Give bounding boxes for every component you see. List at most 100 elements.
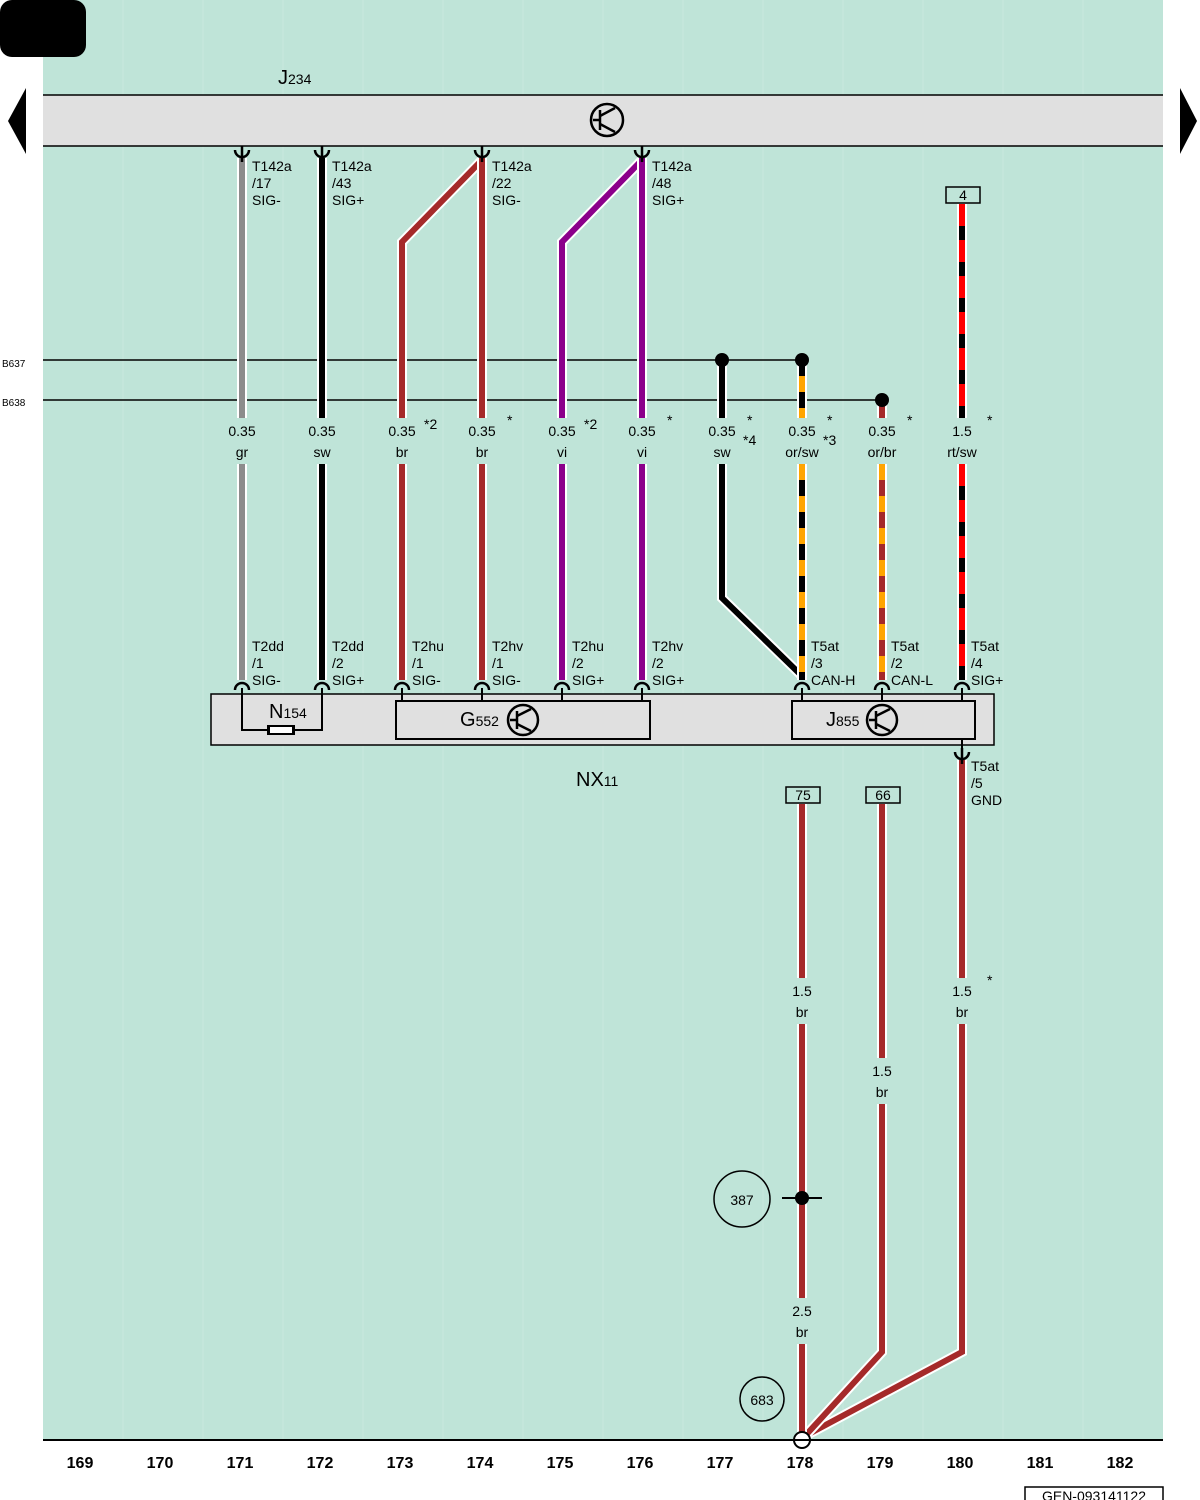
svg-text:/4: /4 xyxy=(971,655,983,671)
page-corner-tab xyxy=(0,0,86,57)
svg-text:*: * xyxy=(507,412,513,428)
svg-text:T2hu: T2hu xyxy=(572,638,604,654)
svg-text:vi: vi xyxy=(557,444,567,460)
next-page-arrow-icon[interactable] xyxy=(1180,88,1197,154)
svg-text:T142a: T142a xyxy=(332,158,372,174)
svg-text:0.35: 0.35 xyxy=(628,423,655,439)
svg-text:*4: *4 xyxy=(743,432,756,448)
svg-text:SIG+: SIG+ xyxy=(652,672,684,688)
svg-text:*: * xyxy=(667,412,673,428)
j855-label: J855 xyxy=(826,709,860,731)
svg-text:/2: /2 xyxy=(572,655,584,671)
svg-text:SIG-: SIG- xyxy=(252,672,281,688)
junction-dot xyxy=(795,353,809,367)
terminal-66: 66 xyxy=(865,786,901,804)
svg-text:br: br xyxy=(956,1004,969,1020)
svg-text:T2dd: T2dd xyxy=(332,638,364,654)
ground-ref-683: 683 xyxy=(739,1376,785,1422)
svg-text:br: br xyxy=(396,444,409,460)
svg-text:683: 683 xyxy=(750,1392,774,1408)
svg-text:br: br xyxy=(796,1324,809,1340)
wire-177 xyxy=(717,360,806,680)
wire-179-ground xyxy=(801,804,887,1440)
svg-text:/2: /2 xyxy=(652,655,664,671)
svg-text:T5at: T5at xyxy=(811,638,839,654)
svg-text:1.5: 1.5 xyxy=(872,1063,892,1079)
svg-text:SIG+: SIG+ xyxy=(652,192,684,208)
j234-module xyxy=(43,95,1163,146)
svg-text:T2hv: T2hv xyxy=(492,638,523,654)
connector-socket-icon xyxy=(233,681,971,764)
svg-text:*: * xyxy=(747,412,753,428)
svg-text:/1: /1 xyxy=(492,655,504,671)
svg-text:1.5: 1.5 xyxy=(952,983,972,999)
svg-text:CAN-H: CAN-H xyxy=(811,672,855,688)
svg-text:75: 75 xyxy=(795,787,811,803)
svg-text:181: 181 xyxy=(1027,1455,1054,1472)
svg-text:T5at: T5at xyxy=(971,638,999,654)
svg-text:174: 174 xyxy=(467,1455,494,1472)
g552-label: G552 xyxy=(460,709,499,731)
svg-text:sw: sw xyxy=(713,444,731,460)
svg-text:T142a: T142a xyxy=(492,158,532,174)
svg-text:rt/sw: rt/sw xyxy=(947,444,977,460)
wire-footnotes: *2 * *2 * * *4 * *3 * * * xyxy=(424,412,993,988)
svg-text:179: 179 xyxy=(867,1455,894,1472)
svg-text:1.5: 1.5 xyxy=(952,423,972,439)
svg-text:180: 180 xyxy=(947,1455,974,1472)
svg-text:*2: *2 xyxy=(424,416,437,432)
transistor-icon xyxy=(589,102,625,138)
junction-dot xyxy=(875,393,889,407)
column-numbers: 169 170 171 172 173 174 175 176 177 178 … xyxy=(67,1455,1134,1472)
svg-text:/48: /48 xyxy=(652,175,672,191)
svg-text:or/sw: or/sw xyxy=(785,444,819,460)
svg-text:br: br xyxy=(796,1004,809,1020)
g552-component: G552 xyxy=(395,688,651,740)
svg-text:SIG-: SIG- xyxy=(492,192,521,208)
top-connector-labels: T142a /17 SIG- T142a /43 SIG+ T142a /22 … xyxy=(252,158,692,208)
svg-text:2.5: 2.5 xyxy=(792,1303,812,1319)
svg-text:0.35: 0.35 xyxy=(228,423,255,439)
svg-text:SIG+: SIG+ xyxy=(332,672,364,688)
svg-text:SIG+: SIG+ xyxy=(971,672,1003,688)
transistor-icon xyxy=(865,703,899,737)
svg-text:T5at: T5at xyxy=(971,758,999,774)
prev-page-arrow-icon[interactable] xyxy=(8,88,26,154)
connector-plug-icon xyxy=(233,146,651,162)
svg-text:T5at: T5at xyxy=(891,638,919,654)
svg-text:387: 387 xyxy=(730,1192,754,1208)
svg-text:GND: GND xyxy=(971,792,1002,808)
svg-text:SIG-: SIG- xyxy=(492,672,521,688)
svg-text:176: 176 xyxy=(627,1455,654,1472)
svg-text:/22: /22 xyxy=(492,175,512,191)
svg-text:vi: vi xyxy=(637,444,647,460)
svg-text:/1: /1 xyxy=(252,655,264,671)
svg-text:*: * xyxy=(987,972,993,988)
svg-text:*: * xyxy=(827,412,833,428)
svg-text:SIG-: SIG- xyxy=(252,192,281,208)
svg-text:/3: /3 xyxy=(811,655,823,671)
svg-text:0.35: 0.35 xyxy=(708,423,735,439)
svg-text:*: * xyxy=(907,412,913,428)
svg-text:SIG-: SIG- xyxy=(412,672,441,688)
svg-text:T142a: T142a xyxy=(252,158,292,174)
wire-180-ground xyxy=(802,760,967,1441)
svg-text:*3: *3 xyxy=(823,432,836,448)
bus-b638-label: B638 xyxy=(2,398,26,409)
svg-text:1.5: 1.5 xyxy=(792,983,812,999)
svg-text:178: 178 xyxy=(787,1455,814,1472)
svg-text:0.35: 0.35 xyxy=(388,423,415,439)
svg-text:gr: gr xyxy=(236,444,249,460)
svg-text:CAN-L: CAN-L xyxy=(891,672,933,688)
svg-text:170: 170 xyxy=(147,1455,174,1472)
svg-text:T142a: T142a xyxy=(652,158,692,174)
svg-text:66: 66 xyxy=(875,787,891,803)
svg-text:T2dd: T2dd xyxy=(252,638,284,654)
svg-text:0.35: 0.35 xyxy=(868,423,895,439)
svg-text:4: 4 xyxy=(959,187,967,203)
svg-text:or/br: or/br xyxy=(868,444,897,460)
svg-text:/1: /1 xyxy=(412,655,424,671)
page-code: GEN-093141122 xyxy=(1024,1486,1164,1500)
svg-text:182: 182 xyxy=(1107,1455,1134,1472)
